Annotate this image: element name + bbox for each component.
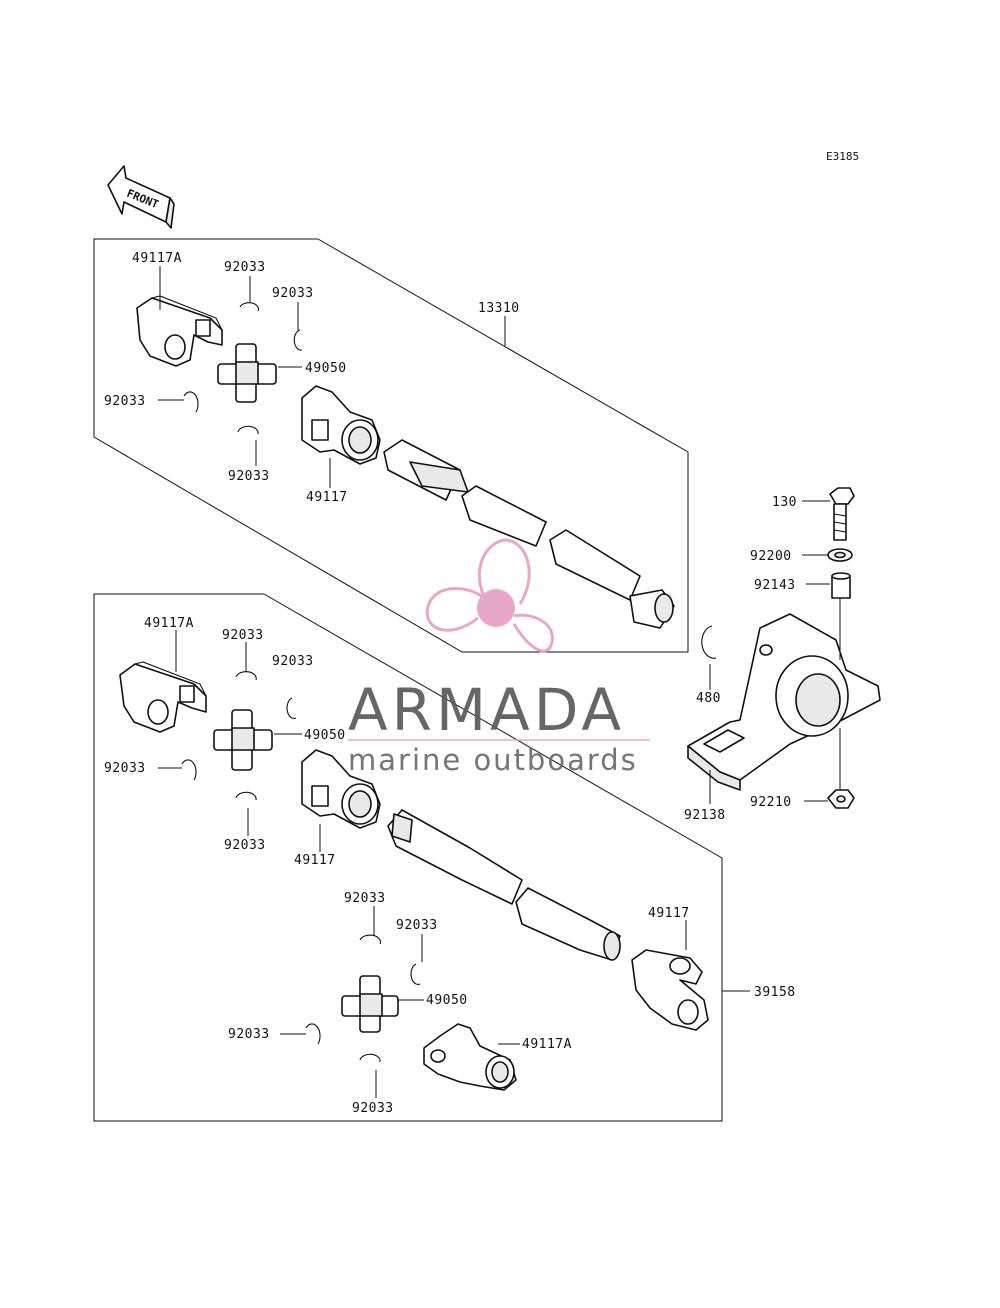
bottom-assembly-outline	[93, 593, 723, 1122]
part-label-49117A: 49117A	[144, 616, 194, 631]
part-label-49117A: 49117A	[132, 251, 182, 266]
flange-yoke-icon	[119, 661, 207, 733]
circlip-icon	[235, 791, 257, 801]
assembly-number-13310: 13310	[478, 301, 520, 316]
splined-yoke-icon	[301, 385, 381, 465]
part-label-49050: 49050	[305, 361, 347, 376]
collar-icon	[831, 572, 851, 599]
bolt-icon	[829, 487, 855, 541]
armada-watermark: ARMADA marine outboards	[348, 538, 650, 777]
bottom-assembly-39158: 49117A 92033 92033 49050 92033 92033 491…	[93, 593, 796, 1122]
bearing-assembly: 130 92200 92143 480 92138 92210	[684, 487, 881, 823]
assembly-number-39158: 39158	[754, 985, 796, 1000]
circlip-icon	[305, 1023, 321, 1045]
circlip-icon	[410, 963, 421, 985]
watermark-tagline: marine outboards	[348, 743, 638, 777]
circlip-icon	[286, 697, 297, 719]
circlip-icon	[237, 425, 259, 435]
flange-yoke-icon	[136, 295, 223, 367]
part-label-92033: 92033	[224, 838, 266, 853]
bearing-housing-icon	[687, 613, 881, 791]
circlip-icon	[293, 329, 303, 351]
part-label-92033: 92033	[396, 918, 438, 933]
part-label-130: 130	[772, 495, 797, 510]
part-label-92033: 92033	[344, 891, 386, 906]
propeller-logo-icon	[425, 538, 554, 653]
circlip-icon	[181, 759, 197, 781]
part-label-49117: 49117	[294, 853, 336, 868]
circlip-icon	[359, 934, 381, 945]
drive-shaft-icon	[387, 809, 621, 961]
part-label-92138: 92138	[684, 808, 726, 823]
nut-icon	[827, 789, 855, 809]
splined-yoke-icon	[631, 949, 709, 1031]
universal-joint-spider-icon	[213, 709, 273, 771]
part-label-92033: 92033	[228, 1027, 270, 1042]
circlip-icon	[183, 391, 199, 413]
watermark-brand: ARMADA	[348, 676, 625, 744]
front-arrow-icon: FRONT	[107, 165, 175, 229]
universal-joint-spider-icon	[341, 975, 399, 1033]
part-label-49117: 49117	[648, 906, 690, 921]
part-label-49050: 49050	[304, 728, 346, 743]
top-assembly-outline	[93, 238, 689, 653]
washer-icon	[827, 548, 853, 562]
circlip-icon	[359, 1053, 381, 1063]
part-label-92033: 92033	[224, 260, 266, 275]
part-label-49117A: 49117A	[522, 1037, 572, 1052]
drive-shaft-icon	[383, 439, 675, 629]
part-label-92033: 92033	[272, 654, 314, 669]
part-label-480: 480	[696, 691, 721, 706]
part-label-92033: 92033	[104, 394, 146, 409]
flange-yoke-icon	[423, 1023, 517, 1091]
part-label-92033: 92033	[222, 628, 264, 643]
top-assembly-13310: 49117A 92033 92033 49050 92033 92033 491…	[93, 238, 689, 653]
part-label-92033: 92033	[228, 469, 270, 484]
part-label-92033: 92033	[272, 286, 314, 301]
part-label-92033: 92033	[352, 1101, 394, 1116]
universal-joint-spider-icon	[217, 343, 277, 403]
splined-yoke-icon	[301, 749, 381, 829]
part-label-49050: 49050	[426, 993, 468, 1008]
part-label-49117: 49117	[306, 490, 348, 505]
part-label-92200: 92200	[750, 549, 792, 564]
part-label-92210: 92210	[750, 795, 792, 810]
circlip-icon	[235, 671, 257, 681]
diagram-code: E3185	[826, 150, 859, 163]
circlip-icon	[701, 625, 717, 659]
part-label-92143: 92143	[754, 578, 796, 593]
part-label-92033: 92033	[104, 761, 146, 776]
circlip-icon	[239, 302, 260, 312]
